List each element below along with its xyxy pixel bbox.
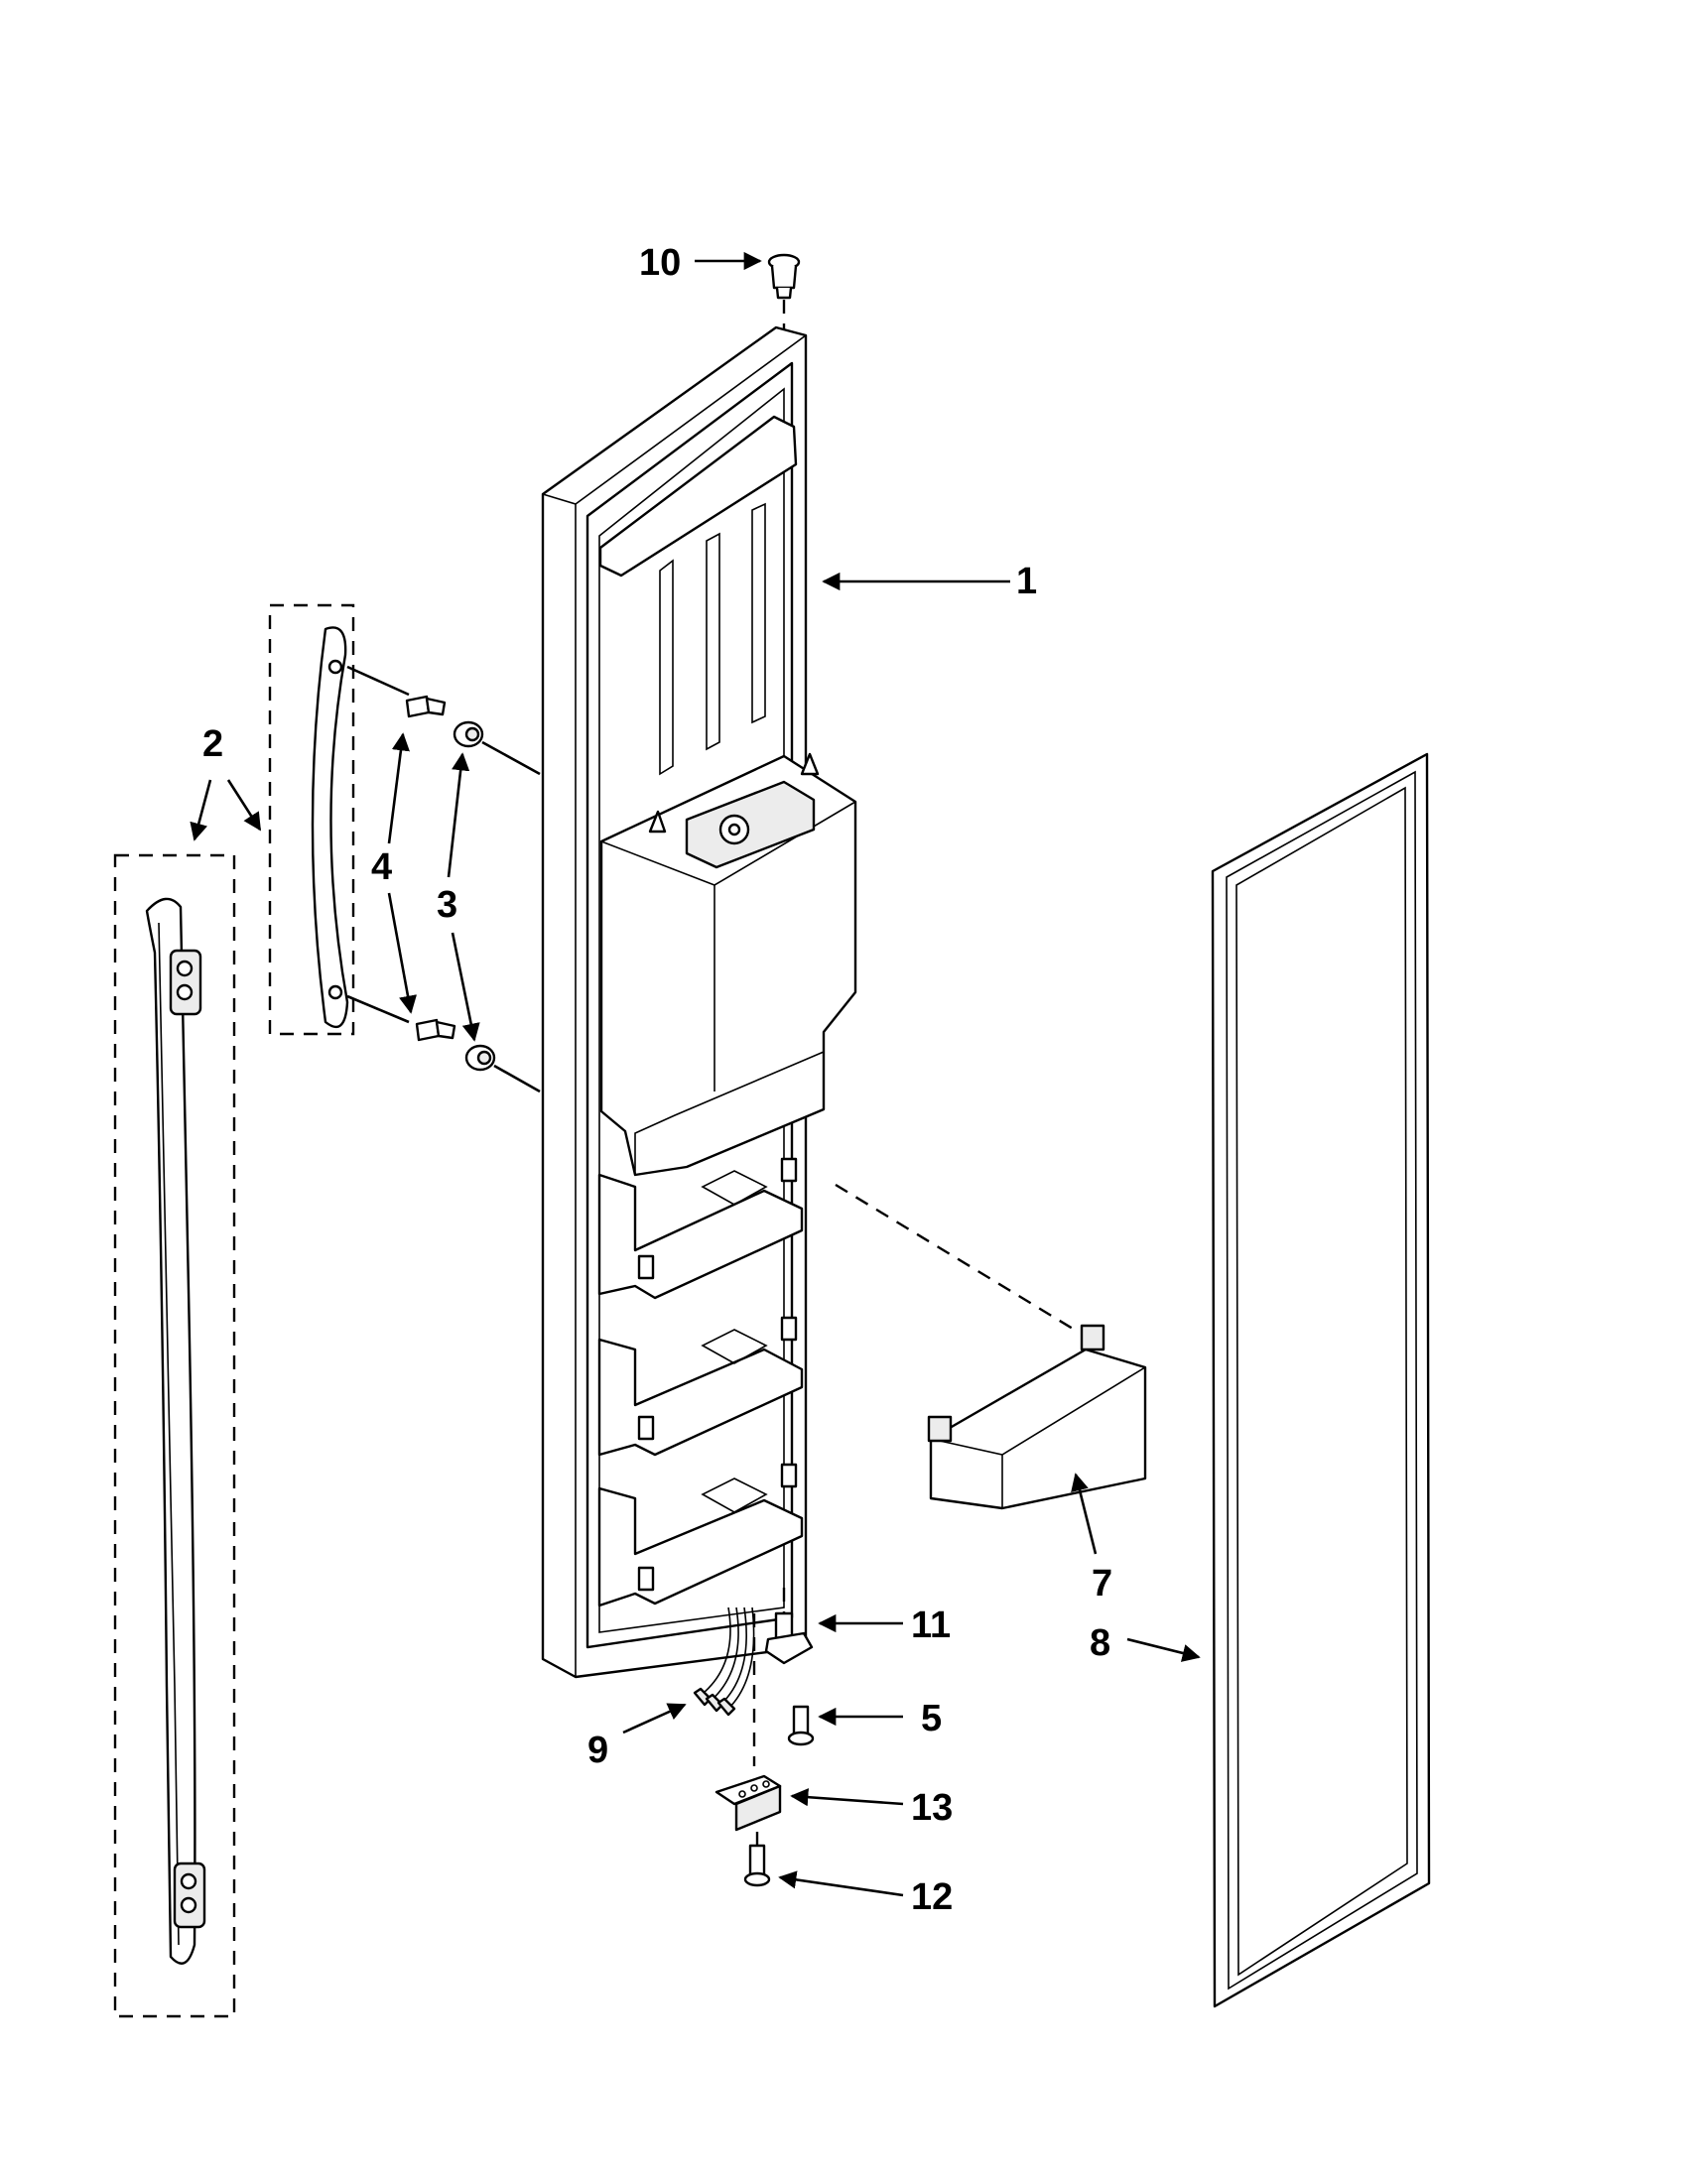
part-1-door bbox=[541, 325, 857, 1679]
part-3-spacers bbox=[453, 720, 541, 1093]
leader-3b bbox=[451, 932, 480, 1042]
leader-8 bbox=[1126, 1637, 1201, 1662]
callout-12: 12 bbox=[911, 1876, 953, 1918]
leader-12 bbox=[778, 1870, 904, 1897]
leader-9 bbox=[622, 1703, 687, 1734]
part-9-wire-harness bbox=[693, 1606, 755, 1717]
callout-2: 2 bbox=[202, 723, 223, 765]
callout-9: 9 bbox=[587, 1730, 608, 1771]
callout-7: 7 bbox=[1092, 1563, 1112, 1605]
callout-1: 1 bbox=[1016, 561, 1037, 602]
callout-3: 3 bbox=[437, 884, 457, 926]
leader-7 bbox=[1071, 1473, 1098, 1555]
part-4-screws bbox=[405, 695, 456, 1042]
leader-2b bbox=[226, 779, 262, 832]
part-7-door-bin bbox=[835, 1183, 1147, 1510]
leader-4a bbox=[387, 732, 410, 844]
part-5-screw bbox=[787, 1705, 815, 1746]
part-12-screw bbox=[743, 1832, 771, 1887]
part-13-hinge-plate bbox=[714, 1613, 782, 1832]
callout-labels: 10 1 2 4 3 7 8 11 5 9 13 12 bbox=[202, 242, 1112, 1918]
leader-4b bbox=[387, 892, 417, 1014]
part-8-door-gasket bbox=[1211, 752, 1431, 2008]
leader-13 bbox=[790, 1788, 904, 1807]
callout-8: 8 bbox=[1090, 1622, 1110, 1664]
part-10-hinge-plug bbox=[767, 253, 801, 357]
part-2-door-handle bbox=[113, 853, 236, 2018]
part-2-inner-handle-rail bbox=[268, 603, 410, 1036]
callout-10: 10 bbox=[639, 242, 681, 284]
callout-13: 13 bbox=[911, 1787, 953, 1829]
callout-4: 4 bbox=[371, 846, 392, 888]
callout-11: 11 bbox=[911, 1605, 951, 1646]
callout-leaders bbox=[190, 251, 1201, 1897]
leader-2a bbox=[190, 779, 212, 841]
leader-3a bbox=[447, 752, 470, 878]
callout-5: 5 bbox=[921, 1698, 942, 1739]
part-11-hinge-pin bbox=[764, 1588, 814, 1665]
